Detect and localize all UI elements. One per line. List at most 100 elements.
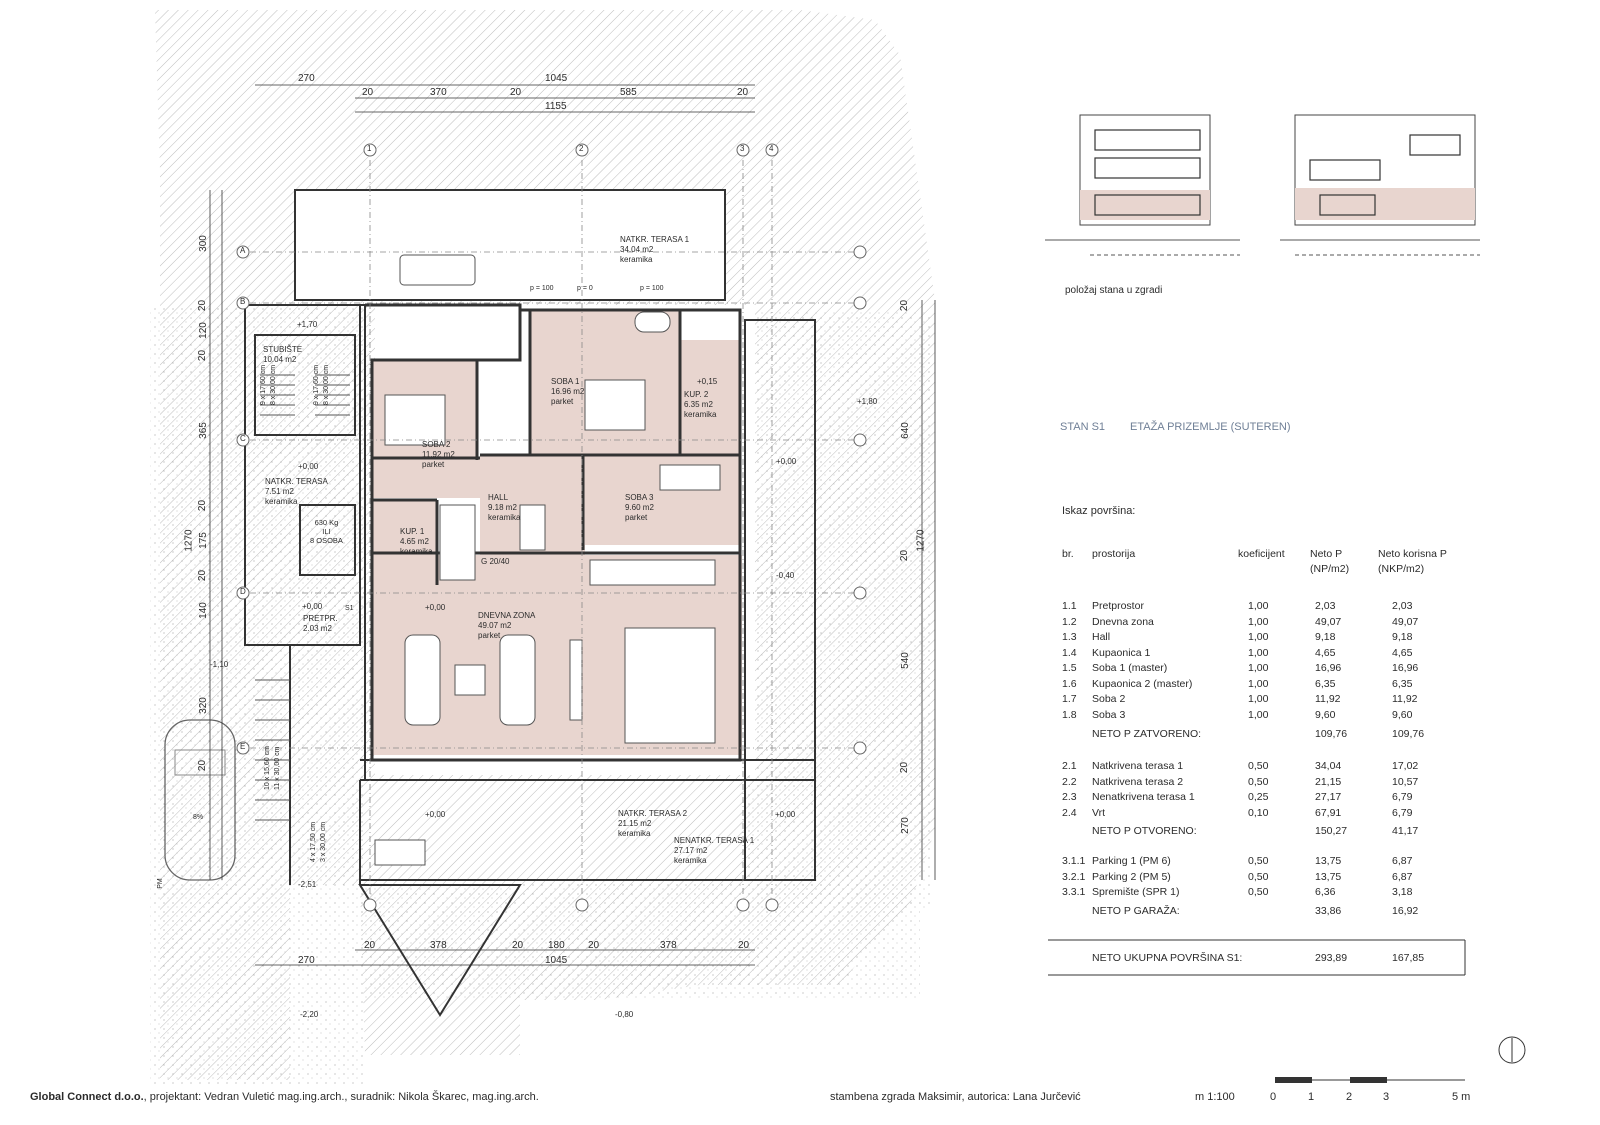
level-mark: -0,80 [615,1010,634,1019]
table-cell: 17,02 [1392,760,1419,772]
axis-label: E [240,742,246,751]
table-cell: Spremište (SPR 1) [1092,886,1180,898]
level-mark: +0,00 [302,602,323,611]
col-header-neto: Neto P [1310,548,1343,560]
table-cell: 49,07 [1392,615,1419,628]
terrace-1-slab [294,189,726,301]
stair-spec: 10 x 15,60 cm [264,746,271,790]
walls [365,303,742,762]
table-cell: 3,18 [1392,886,1413,898]
dim-left: 20 [197,299,209,312]
table-cell: 16,96 [1392,662,1419,674]
table-cell: Kupaonica 1 [1092,646,1151,659]
level-mark: -2,51 [298,880,317,889]
car-outline [164,719,236,881]
room-label-entry: PRETPR.2.03 m2 [303,614,338,633]
level-mark: +0,00 [425,810,446,819]
floor-heading: ETAŽA PRIZEMLJE (SUTEREN) [1130,421,1291,433]
table-cell: 6,35 [1315,677,1336,690]
level-mark: +0,00 [775,810,796,819]
table-total-neto: 33,86 [1315,905,1342,917]
table-cell: 6,87 [1392,870,1413,883]
table-cell: Vrt [1092,806,1106,819]
table-cell: 27,17 [1315,791,1342,803]
table-title: Iskaz površina: [1062,505,1136,517]
dim-top: 585 [620,87,637,98]
table-cell: 1.3 [1062,631,1077,643]
table-cell: 6,36 [1315,886,1336,898]
stair-spec: 11 x 30,00 cm [274,746,281,790]
dim-bottom: 20 [588,940,600,951]
table-cell: 1,00 [1248,631,1269,643]
table-cell: 2,03 [1315,600,1336,612]
col-header-nkp: Neto korisna P [1378,548,1447,560]
dim-left: 20 [197,569,209,582]
dim-bottom: 270 [298,955,315,966]
table-cell: 16,96 [1315,662,1342,674]
table-cell: 1,00 [1248,646,1269,659]
col-header-nkp-sub: (NKP/m2) [1378,563,1425,575]
dim-bottom: 20 [738,940,750,951]
dim-left: 20 [197,499,209,512]
table-cell: 1.8 [1062,708,1077,721]
project-credits: stambena zgrada Maksimir, autorica: Lana… [830,1091,1081,1103]
table-cell: Natkrivena terasa 1 [1092,760,1184,772]
table-cell: 6,87 [1392,855,1413,867]
table-total-neto: 150,27 [1315,825,1348,837]
table-cell: 3.1.1 [1062,855,1086,867]
table-cell: 6,79 [1392,806,1413,819]
grid-axes [250,160,860,895]
table-cell: 67,91 [1315,806,1342,819]
table-cell: 2.3 [1062,791,1077,803]
level-mark: -1,10 [210,660,229,669]
dim-right-total: 1270 [915,529,927,552]
dim-left: 300 [197,235,209,252]
scale-tick: 3 [1383,1091,1390,1103]
dim-left: 20 [197,759,209,772]
level-mark: +1,80 [857,397,878,406]
level-mark: +1,70 [297,320,318,329]
door-tag: p = 0 [577,285,593,292]
table-cell: 2,03 [1392,600,1413,612]
table-cell: 6,35 [1392,677,1413,690]
dim-right: 20 [899,299,911,312]
table-cell: 9,60 [1392,708,1413,721]
garden-area-right [745,310,930,910]
axis-label: 3 [740,144,745,153]
table-cell: 13,75 [1315,855,1342,867]
axis-label: 4 [769,144,774,153]
dim-top: 20 [510,87,522,98]
scale-tick: 2 [1346,1091,1353,1103]
table-cell: 0,50 [1248,870,1269,883]
level-mark: -0,40 [776,571,795,580]
table-cell: 34,04 [1315,760,1342,772]
axis-label: 2 [579,144,584,153]
door-tag: p = 100 [530,285,554,292]
dim-top: 270 [298,73,315,84]
axis-label: B [240,297,246,306]
table-cell: Parking 1 (PM 6) [1092,855,1171,867]
stair-spec: 9 x 17,60 cm [313,364,320,405]
dim-top-total: 1155 [545,101,567,112]
footer-credits: Global Connect d.o.o., projektant: Vedra… [30,1091,539,1103]
table-cell: 1,00 [1248,615,1269,628]
scale-tick: 1 [1308,1091,1315,1103]
table-cell: 1.6 [1062,677,1077,690]
table-cell: 0,10 [1248,806,1269,819]
table-cell: 0,25 [1248,791,1269,803]
dim-left-total: 1270 [183,529,195,552]
table-cell: 1,00 [1248,600,1269,612]
table-cell: Dnevna zona [1092,615,1154,628]
table-cell: Natkrivena terasa 2 [1092,775,1184,788]
north-arrow-icon [1498,1036,1526,1064]
stair-spec: 8 x 30,00 cm [270,364,277,405]
scale-tick: 5 m [1452,1091,1471,1103]
dim-left: 140 [197,602,209,619]
table-cell: 9,60 [1315,708,1336,721]
elevation-sketch-left [1045,114,1240,256]
dim-top: 1045 [545,73,568,84]
stair-spec: 3 x 30,00 cm [320,821,327,862]
table-cell: 0,50 [1248,775,1269,788]
